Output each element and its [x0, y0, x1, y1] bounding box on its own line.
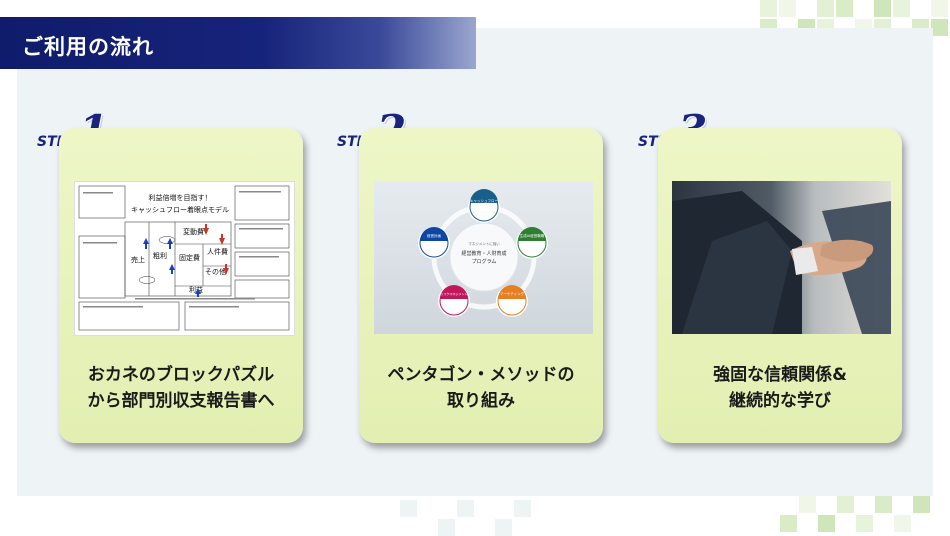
labor-cost-label: 人件費 [207, 247, 228, 256]
title-bar: ご利用の流れ [0, 17, 476, 69]
handshake-svg [672, 181, 891, 334]
step-3-caption: 強固な信頼関係& 継続的な学び [658, 362, 902, 414]
pentagon-center-line-2: 経営教育・人財育成 [461, 250, 506, 257]
mosaic-square [457, 500, 474, 517]
mosaic-square [836, 0, 853, 17]
mosaic-square [780, 515, 797, 532]
caption-line: 継続的な学び [729, 391, 831, 411]
mosaic-square [438, 519, 455, 536]
node-top-label: キャッシュフロー [470, 198, 498, 203]
diagram-heading-2: キャッシュフロー着眼点モデル [131, 205, 229, 214]
mosaic-square [514, 500, 531, 517]
mosaic-square [817, 0, 834, 17]
pentagon-svg: マネジメントに強い 経営教育・人財育成 プログラム キャッシュフロー 生成AI経… [418, 189, 548, 317]
caption-line: 強固な信頼関係& [713, 365, 847, 385]
handshake-photo [672, 181, 891, 334]
pentagon-center-line-1: マネジメントに強い [468, 241, 500, 246]
mosaic-square [495, 519, 512, 536]
node-bottom-right-label: マーケティング [500, 291, 525, 296]
mosaic-square [893, 0, 910, 17]
diagram-heading-1: 利益倍増を目指す！ [149, 193, 212, 202]
mosaic-square [400, 500, 417, 517]
mosaic-square [799, 496, 816, 513]
mosaic-square [837, 496, 854, 513]
block-puzzle-svg: 利益倍増を目指す！ キャッシュフロー着眼点モデル 売上 粗利 変動費 固定費 人… [78, 185, 290, 331]
mosaic-square [875, 496, 892, 513]
pentagon-method-diagram: マネジメントに強い 経営教育・人財育成 プログラム キャッシュフロー 生成AI経… [374, 181, 593, 334]
caption-line: おカネのブロックパズル [87, 365, 275, 385]
mosaic-square [913, 496, 930, 513]
other-label: その他 [205, 267, 226, 276]
mosaic-square [856, 515, 873, 532]
mosaic-square [931, 0, 948, 17]
mosaic-square [894, 515, 911, 532]
block-puzzle-diagram: 利益倍増を目指す！ キャッシュフロー着眼点モデル 売上 粗利 変動費 固定費 人… [74, 181, 295, 336]
page-title: ご利用の流れ [22, 35, 154, 59]
node-bottom-left-label: リスクマネジメント [440, 291, 467, 296]
variable-cost-label: 変動費 [183, 227, 204, 236]
caption-line: ペンタゴン・メソッドの [387, 365, 575, 385]
gross-profit-label: 粗利 [153, 251, 167, 260]
node-left-label: 経営計画 [427, 233, 441, 238]
profit-label: 利益 [189, 285, 203, 294]
mosaic-square [931, 19, 948, 36]
mosaic-square [779, 0, 796, 17]
caption-line: 取り組み [447, 391, 515, 411]
pentagon-center-line-3: プログラム [472, 258, 497, 265]
caption-line: から部門別収支報告書へ [87, 391, 275, 411]
mosaic-square [760, 0, 777, 17]
step-2-caption: ペンタゴン・メソッドの 取り組み [359, 362, 603, 414]
mosaic-square [874, 0, 891, 17]
node-right-label: 生成AI経営戦略 [520, 233, 545, 238]
fixed-cost-label: 固定費 [179, 253, 200, 262]
sales-label: 売上 [131, 255, 145, 264]
step-1-caption: おカネのブロックパズル から部門別収支報告書へ [59, 362, 303, 414]
mosaic-square [818, 515, 835, 532]
